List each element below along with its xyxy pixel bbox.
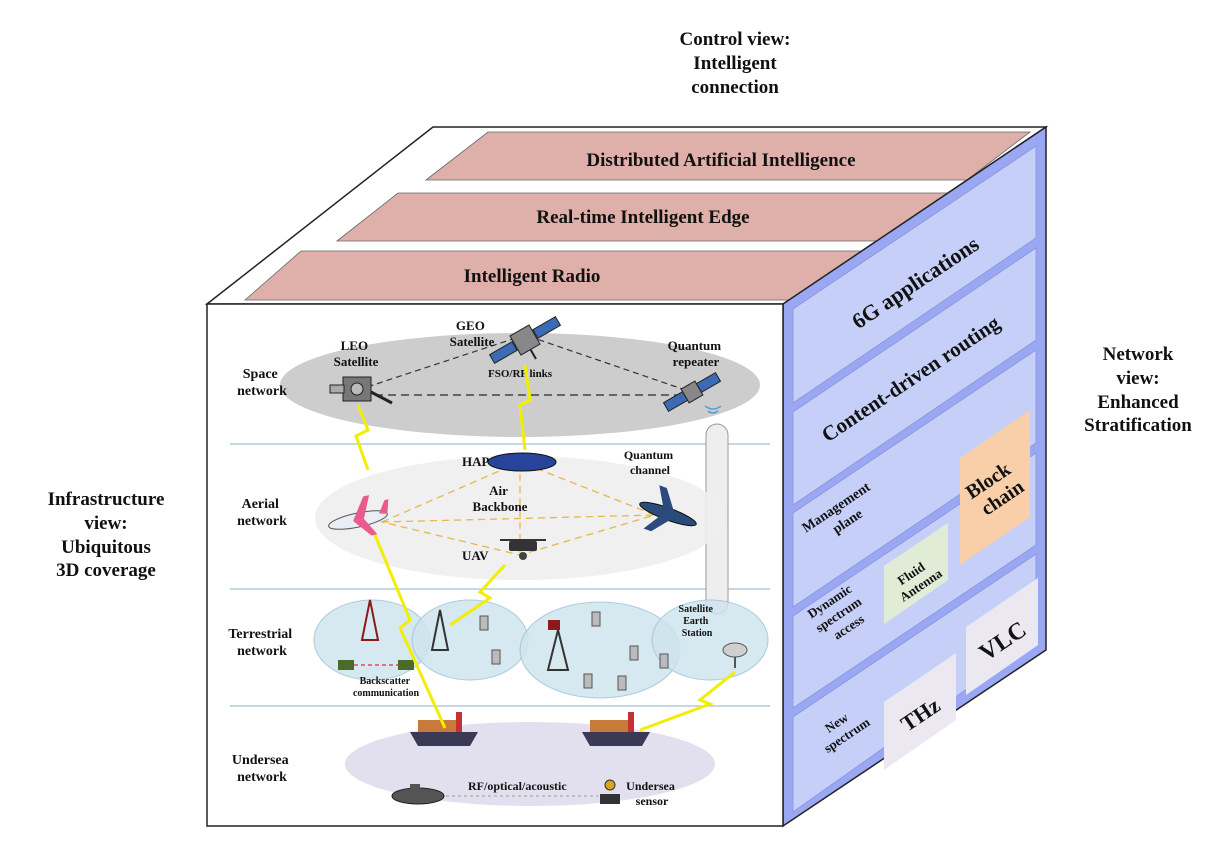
- es-line-3: Station: [682, 628, 713, 639]
- es-line-1: Satellite: [679, 604, 714, 615]
- air-backbone-links: [379, 461, 657, 556]
- aerial-line-2: network: [237, 514, 287, 529]
- thz-box: [884, 653, 956, 770]
- air-backbone-label: Air Backbone: [473, 483, 528, 514]
- quantum-signal-icon: [704, 405, 722, 414]
- leo-satellite-label: LEO Satellite: [334, 338, 379, 369]
- ab-line-2: Backbone: [473, 499, 528, 514]
- backscatter-device-right: [398, 660, 414, 670]
- link-uav-tower: [449, 563, 507, 627]
- backscatter-label: Backscatter communication: [353, 676, 420, 699]
- vlc-box: [966, 578, 1038, 695]
- aerial-line-1: Aerial: [242, 497, 279, 512]
- link-station-ship: [639, 670, 736, 732]
- wireless-links: [354, 364, 736, 732]
- backscatter-device-left: [338, 660, 354, 670]
- leo-line-2: Satellite: [334, 354, 379, 369]
- infrastructure-view-label: Infrastructure view: Ubiquitous 3D cover…: [47, 489, 165, 582]
- air-backbone-cross-1: [381, 514, 656, 523]
- top-band-edge-label: Real-time Intelligent Edge: [536, 207, 749, 228]
- uav-drone-icon: [500, 539, 546, 560]
- bs-line-1: Backscatter: [360, 676, 411, 687]
- undersea-sensor-icon: [600, 779, 620, 804]
- es-line-2: Earth: [683, 616, 708, 627]
- top-band-distributed-ai: [424, 131, 1032, 181]
- sensor-line-2: sensor: [636, 794, 669, 808]
- terrestrial-network-label: Terrestrial network: [228, 627, 295, 659]
- undersea-line-2: network: [237, 770, 287, 785]
- side-band-applications: [792, 145, 1037, 404]
- undersea-sensor-label: Undersea sensor: [626, 779, 678, 808]
- terrestrial-line-2: network: [237, 644, 287, 659]
- link-geo-hap: [518, 364, 532, 451]
- qc-line-2: channel: [630, 463, 671, 477]
- rf-optical-acoustic-label: RF/optical/acoustic: [468, 779, 567, 793]
- ab-line-1: Air: [489, 483, 508, 498]
- leo-line-1: LEO: [341, 338, 368, 353]
- space-line-1: Space: [243, 367, 278, 382]
- terrestrial-line-1: Terrestrial: [228, 627, 292, 642]
- leo-satellite-icon: [329, 376, 393, 405]
- ship-right-icon: [582, 712, 650, 746]
- hap-airship-icon: [487, 452, 557, 472]
- sensor-line-1: Undersea: [626, 779, 675, 793]
- geo-line-1: GEO: [456, 318, 485, 333]
- aerial-network-label: Aerial network: [237, 497, 287, 529]
- bs-line-2: communication: [353, 688, 420, 699]
- jet-plane-icon: [639, 485, 697, 532]
- passenger-plane-icon: [328, 495, 389, 536]
- satellite-dish-icon: [722, 642, 748, 668]
- user-devices-icon: [479, 611, 669, 691]
- fluid-antenna-box: [884, 523, 948, 624]
- control-view-label: Control view: Intelligent connection: [679, 29, 791, 98]
- space-orbit-ellipse: [280, 333, 760, 437]
- quantum-channel-label: Quantum channel: [624, 448, 676, 477]
- ship-left-icon: [410, 712, 478, 746]
- qc-line-1: Quantum: [624, 448, 673, 462]
- undersea-network-label: Undersea network: [232, 753, 292, 785]
- network-view-label: Network view: Enhanced Stratification: [1084, 344, 1192, 437]
- undersea-line-1: Undersea: [232, 753, 289, 768]
- side-band-routing: [792, 247, 1037, 506]
- uav-label: UAV: [462, 548, 489, 563]
- terrestrial-cell-earth-station: [651, 599, 769, 681]
- cell-tower-icon: [360, 599, 570, 671]
- submarine-icon: [391, 784, 445, 805]
- fso-rf-label: FSO/RF links: [488, 368, 553, 380]
- earth-station-label: Satellite Earth Station: [679, 604, 716, 639]
- side-band-management: [792, 349, 1037, 608]
- link-plane-ship: [373, 534, 447, 729]
- geo-satellite-label: GEO Satellite: [450, 318, 495, 349]
- space-line-2: network: [237, 384, 287, 399]
- link-leo-plane: [354, 404, 370, 471]
- quantum-repeater-icon: [662, 371, 722, 413]
- top-band-distributed-ai-label: Distributed Artificial Intelligence: [586, 150, 855, 171]
- hap-label: HAP: [462, 454, 490, 469]
- quantum-repeater-label: Quantum repeater: [668, 338, 725, 369]
- space-network-label: Space network: [237, 367, 287, 399]
- qr-line-2: repeater: [673, 354, 720, 369]
- qr-line-1: Quantum: [668, 338, 722, 353]
- blockchain-box: [960, 410, 1030, 565]
- top-band-radio-label: Intelligent Radio: [464, 266, 601, 287]
- geo-satellite-icon: [488, 315, 562, 365]
- geo-line-2: Satellite: [450, 334, 495, 349]
